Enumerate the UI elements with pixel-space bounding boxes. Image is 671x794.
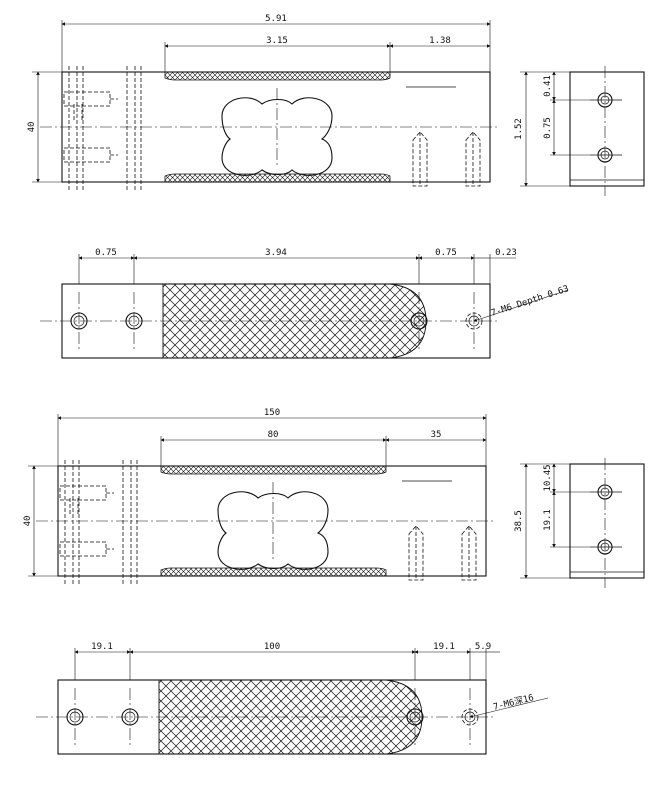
dim-height: 40	[27, 122, 37, 133]
plan-view-inch: 0.75 3.94 0.75 0.23 7-M6 Depth 0.63	[39, 248, 570, 359]
dim-center-length-mm: 80	[268, 430, 279, 440]
dim-plan-center: 3.94	[265, 248, 287, 258]
thread-note: 7-M6 Depth 0.63	[490, 284, 570, 319]
dim-end-mid: 0.75	[543, 117, 553, 139]
plan-view-mm: 19.1 100 19.1 5.9 7-M6深16	[35, 642, 549, 755]
elevation-view-mm: 150 80 35 40 38.5 10.45 19.1	[23, 408, 645, 589]
dim-plan-left-mm: 19.1	[91, 642, 113, 652]
dim-plan-left: 0.75	[95, 248, 117, 258]
dim-end-top-mm: 10.45	[543, 464, 553, 491]
dim-overall-length: 5.91	[265, 14, 287, 24]
dim-end-height: 1.52	[514, 118, 524, 140]
dim-plan-edge-mm: 5.9	[475, 642, 491, 652]
dim-overall-length-mm: 150	[264, 408, 280, 418]
dim-plan-center-mm: 100	[264, 642, 280, 652]
dim-right-length-mm: 35	[431, 430, 442, 440]
dim-plan-right: 0.75	[435, 248, 457, 258]
elevation-view-inch: 5.91 3.15 1.38 40 1.52 0.41 0.75	[27, 14, 645, 197]
dim-end-height-mm: 38.5	[514, 510, 524, 532]
dim-end-mid-mm: 19.1	[543, 509, 553, 531]
dim-right-length: 1.38	[429, 36, 451, 46]
dim-center-length: 3.15	[266, 36, 288, 46]
thread-note-mm: 7-M6深16	[492, 692, 535, 713]
dim-height-mm: 40	[23, 516, 33, 527]
dim-plan-right-mm: 19.1	[433, 642, 455, 652]
dim-end-top: 0.41	[543, 75, 553, 97]
dim-plan-edge: 0.23	[495, 248, 517, 258]
